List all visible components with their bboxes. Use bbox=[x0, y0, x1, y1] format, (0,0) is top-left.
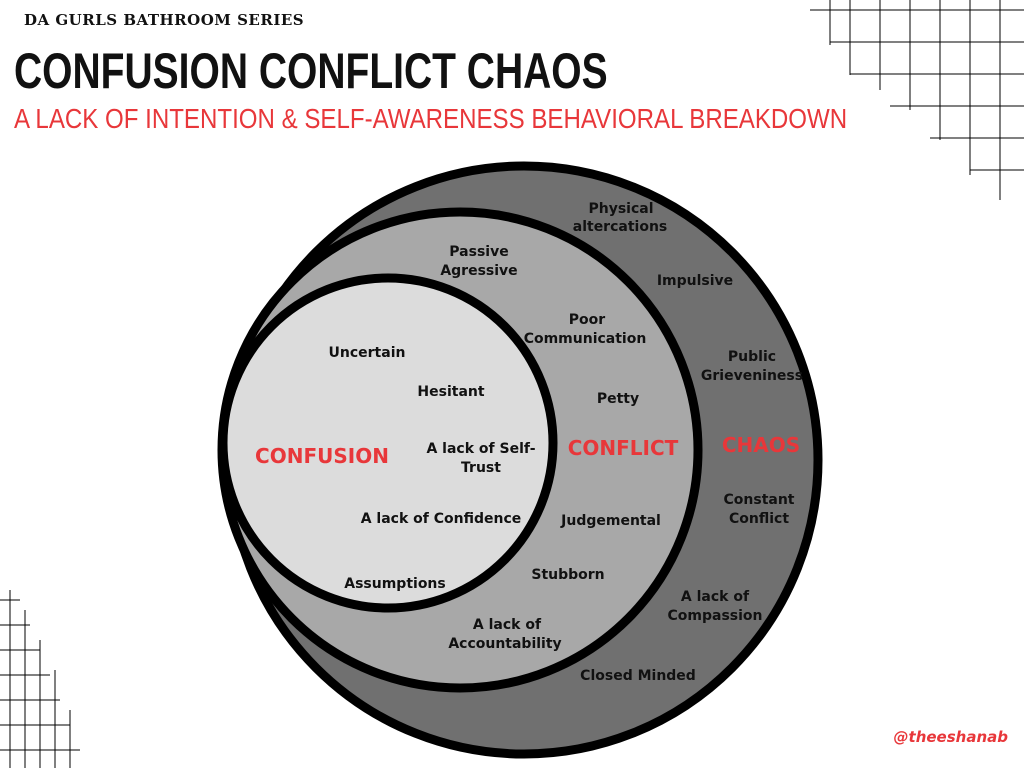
conflict-item: Accountability bbox=[448, 636, 561, 652]
confusion-item: A lack of Self- bbox=[426, 441, 535, 457]
page-title: CONFUSION CONFLICT CHAOS bbox=[14, 43, 608, 99]
conflict-item: Stubborn bbox=[531, 567, 604, 583]
chaos-item: Grieveniness bbox=[701, 368, 803, 384]
series-label: DA GURLS BATHROOM SERIES bbox=[24, 11, 305, 29]
chaos-item: A lack of bbox=[681, 589, 750, 605]
chaos-item: Public bbox=[728, 349, 776, 365]
conflict-item: Poor bbox=[569, 312, 605, 328]
confusion-item: A lack of Confidence bbox=[361, 511, 522, 527]
grid-decoration-bottom-left bbox=[0, 590, 80, 768]
confusion-item: Trust bbox=[461, 460, 501, 476]
chaos-item: altercations bbox=[573, 219, 668, 235]
chaos-item: Constant bbox=[724, 492, 795, 508]
chaos-title: CHAOS bbox=[722, 433, 800, 457]
confusion-item: Hesitant bbox=[417, 384, 484, 400]
chaos-item: Physical bbox=[588, 201, 653, 217]
grid-decoration-top-right bbox=[810, 0, 1024, 200]
conflict-item: Petty bbox=[597, 391, 639, 407]
conflict-item: Passive bbox=[449, 244, 508, 260]
chaos-item: Closed Minded bbox=[580, 668, 696, 684]
conflict-item: Judgemental bbox=[560, 513, 661, 529]
chaos-item: Impulsive bbox=[657, 273, 733, 289]
chaos-item: Conflict bbox=[729, 511, 789, 527]
conflict-item: Agressive bbox=[440, 263, 517, 279]
confusion-circle bbox=[218, 273, 558, 613]
conflict-title: CONFLICT bbox=[568, 436, 679, 460]
conflict-item: A lack of bbox=[473, 617, 542, 633]
confusion-title: CONFUSION bbox=[255, 444, 389, 468]
chaos-item: Compassion bbox=[668, 608, 763, 624]
conflict-item: Communication bbox=[524, 331, 647, 347]
confusion-item: Assumptions bbox=[344, 576, 446, 592]
social-handle: @theeshanab bbox=[893, 728, 1008, 746]
page-subtitle: A LACK OF INTENTION & SELF-AWARENESS BEH… bbox=[14, 103, 848, 134]
confusion-item: Uncertain bbox=[329, 345, 406, 361]
